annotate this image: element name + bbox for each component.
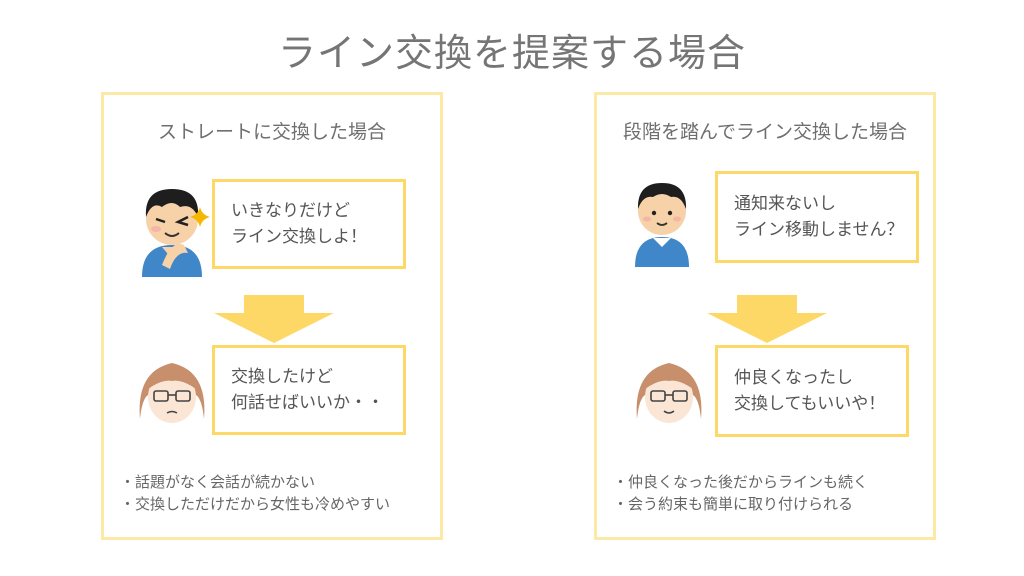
smiling-man-illustration <box>635 183 689 267</box>
woman-illustration <box>139 363 205 423</box>
note-item: ・話題がなく会話が続かない <box>120 473 316 491</box>
note-item: ・会う約束も簡単に取り付けられる <box>613 495 854 513</box>
down-arrow-icon <box>707 295 827 343</box>
down-arrow-icon <box>214 295 334 343</box>
woman-speech-line-2: 何話せばいいか・・ <box>231 393 384 413</box>
man-speech-line-2: ライン移動しません？ <box>734 220 904 240</box>
note-item: ・仲良くなった後だからラインも続く <box>613 473 869 491</box>
woman-speech-bubble: 交換したけど 何話せばいいか・・ <box>212 345 406 435</box>
right-panel-heading: 段階を踏んでライン交換した場合 <box>622 121 908 143</box>
woman-illustration <box>636 363 702 423</box>
right-panel-notes: ・仲良くなった後だからラインも続く ・会う約束も簡単に取り付けられる <box>613 471 868 515</box>
right-panel: 段階を踏んでライン交換した場合 通知来ないし ライン移動しません？ 仲良くなった… <box>594 92 936 540</box>
woman-speech-line-1: 仲良くなったし <box>734 368 853 388</box>
left-panel-heading: ストレートに交換した場合 <box>157 121 386 143</box>
man-speech-bubble: 通知来ないし ライン移動しません？ <box>715 171 919 263</box>
man-speech-bubble: いきなりだけど ライン交換しよ！ <box>212 179 406 269</box>
man-speech-line-1: いきなりだけど <box>231 201 350 221</box>
man-speech-line-2: ライン交換しよ！ <box>231 227 367 247</box>
left-panel: ストレートに交換した場合 いきなりだけど ライン交換しよ！ 交換したけど 何話せ… <box>101 92 443 540</box>
man-speech-line-1: 通知来ないし <box>734 194 836 214</box>
woman-speech-bubble: 仲良くなったし 交換してもいいや！ <box>715 345 909 437</box>
woman-speech-line-2: 交換してもいいや！ <box>734 394 886 414</box>
winking-man-illustration <box>142 189 202 277</box>
left-panel-notes: ・話題がなく会話が続かない ・交換しただけだから女性も冷めやすい <box>120 471 390 515</box>
sparkle-icon <box>190 207 210 227</box>
main-title: ライン交換を提案する場合 <box>277 31 746 75</box>
woman-speech-line-1: 交換したけど <box>231 367 333 387</box>
note-item: ・交換しただけだから女性も冷めやすい <box>120 495 391 513</box>
